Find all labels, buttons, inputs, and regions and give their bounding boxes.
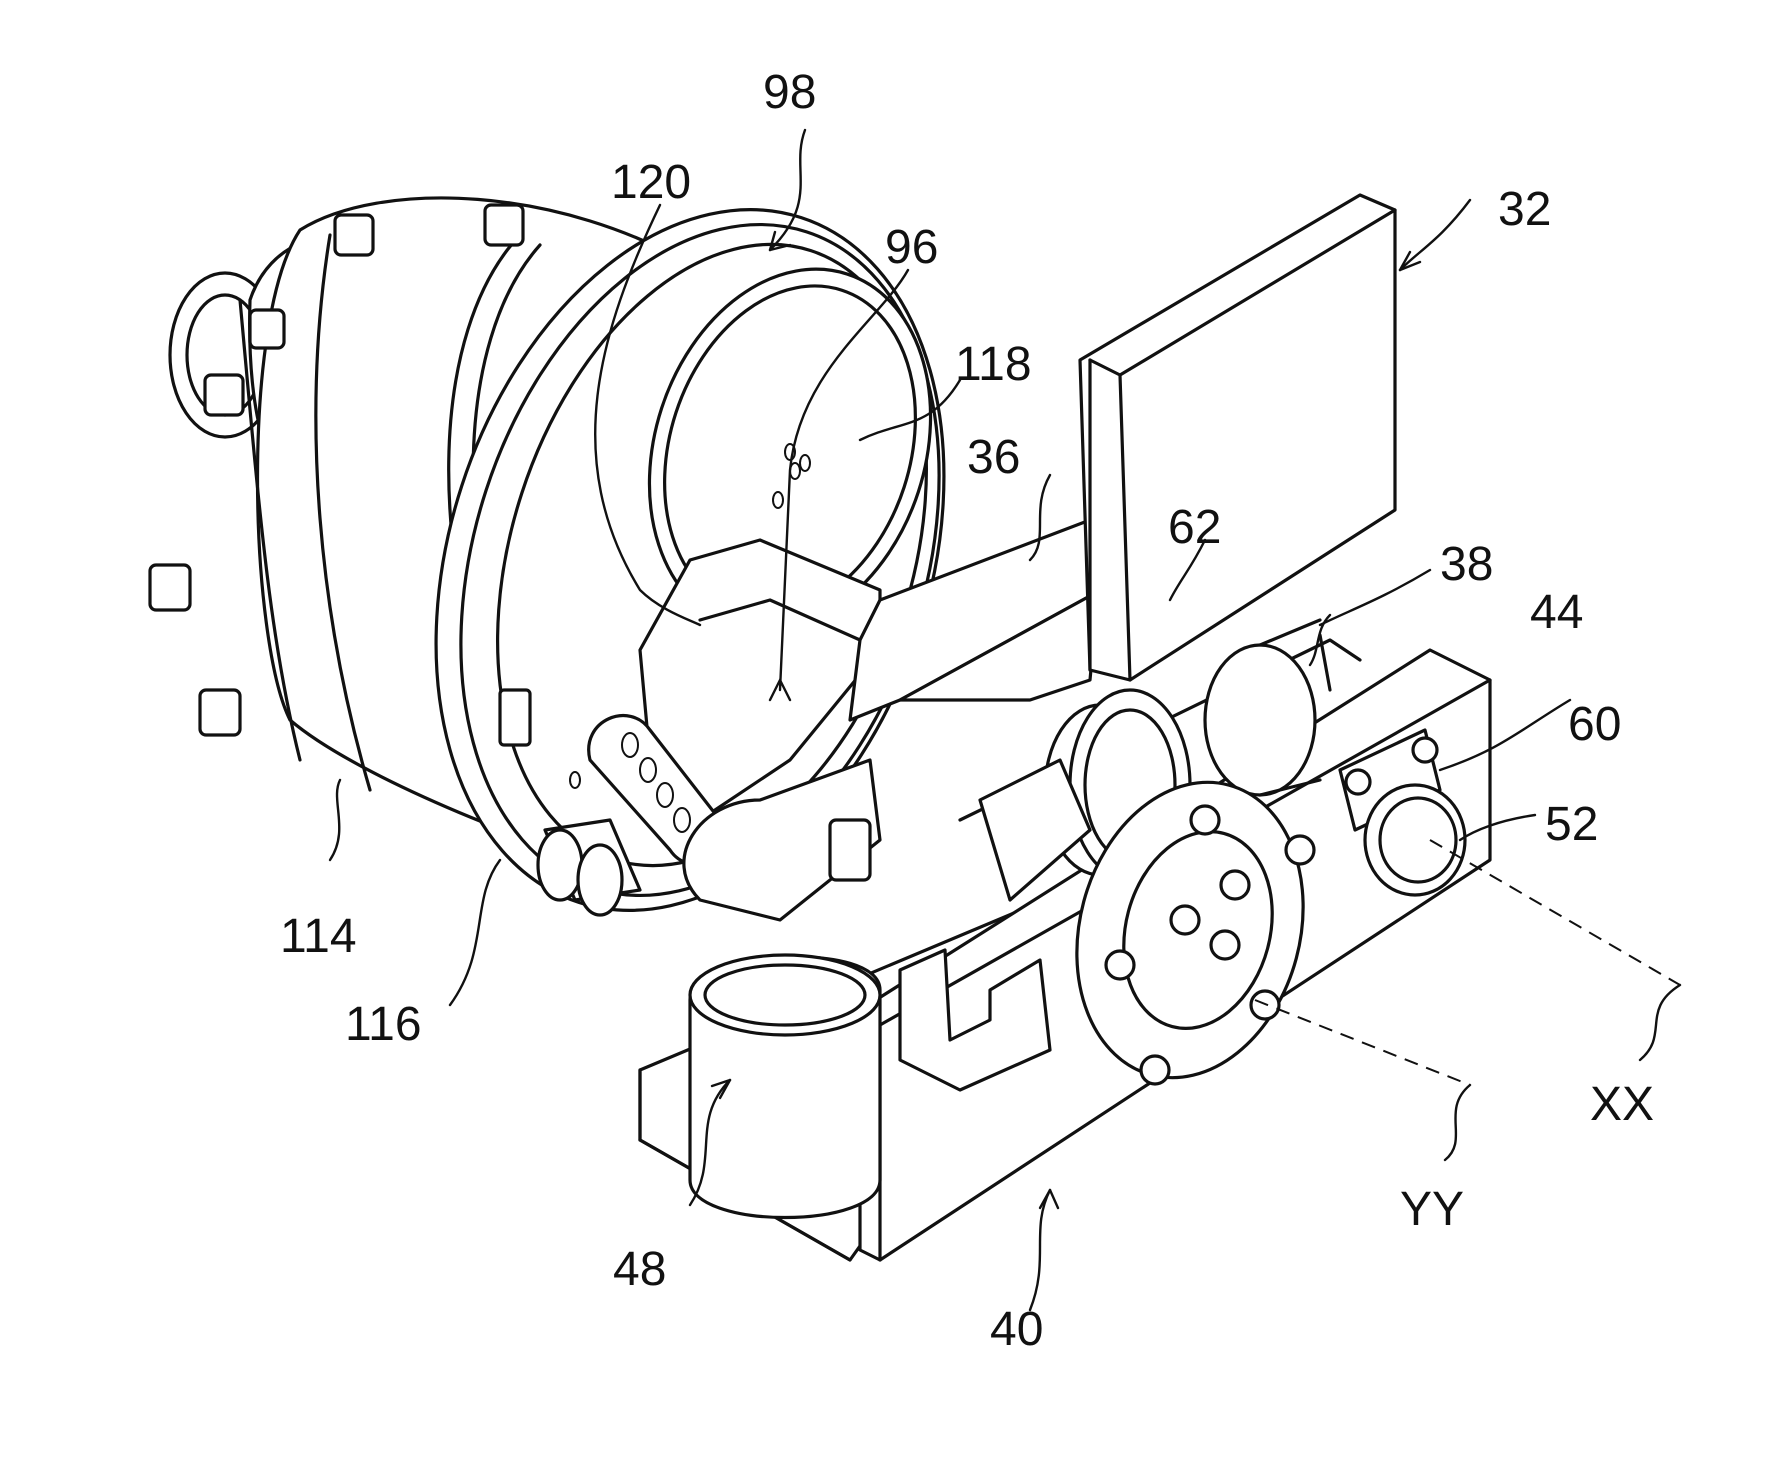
label-98: 98 [763,66,816,119]
label-36: 36 [967,431,1020,484]
label-40: 40 [990,1303,1043,1356]
label-120: 120 [611,156,691,209]
label-38: 38 [1440,538,1493,591]
label-XX: XX [1590,1078,1654,1131]
label-32: 32 [1498,183,1551,236]
label-62: 62 [1168,501,1221,554]
vertical-plate [1080,195,1395,680]
label-60: 60 [1568,698,1621,751]
label-114: 114 [280,910,357,963]
label-52: 52 [1545,798,1598,851]
label-44: 44 [1530,586,1583,639]
label-118: 118 [955,338,1032,391]
label-48: 48 [613,1243,666,1296]
label-116: 116 [345,998,422,1051]
label-96: 96 [885,221,938,274]
label-YY: YY [1400,1183,1464,1236]
